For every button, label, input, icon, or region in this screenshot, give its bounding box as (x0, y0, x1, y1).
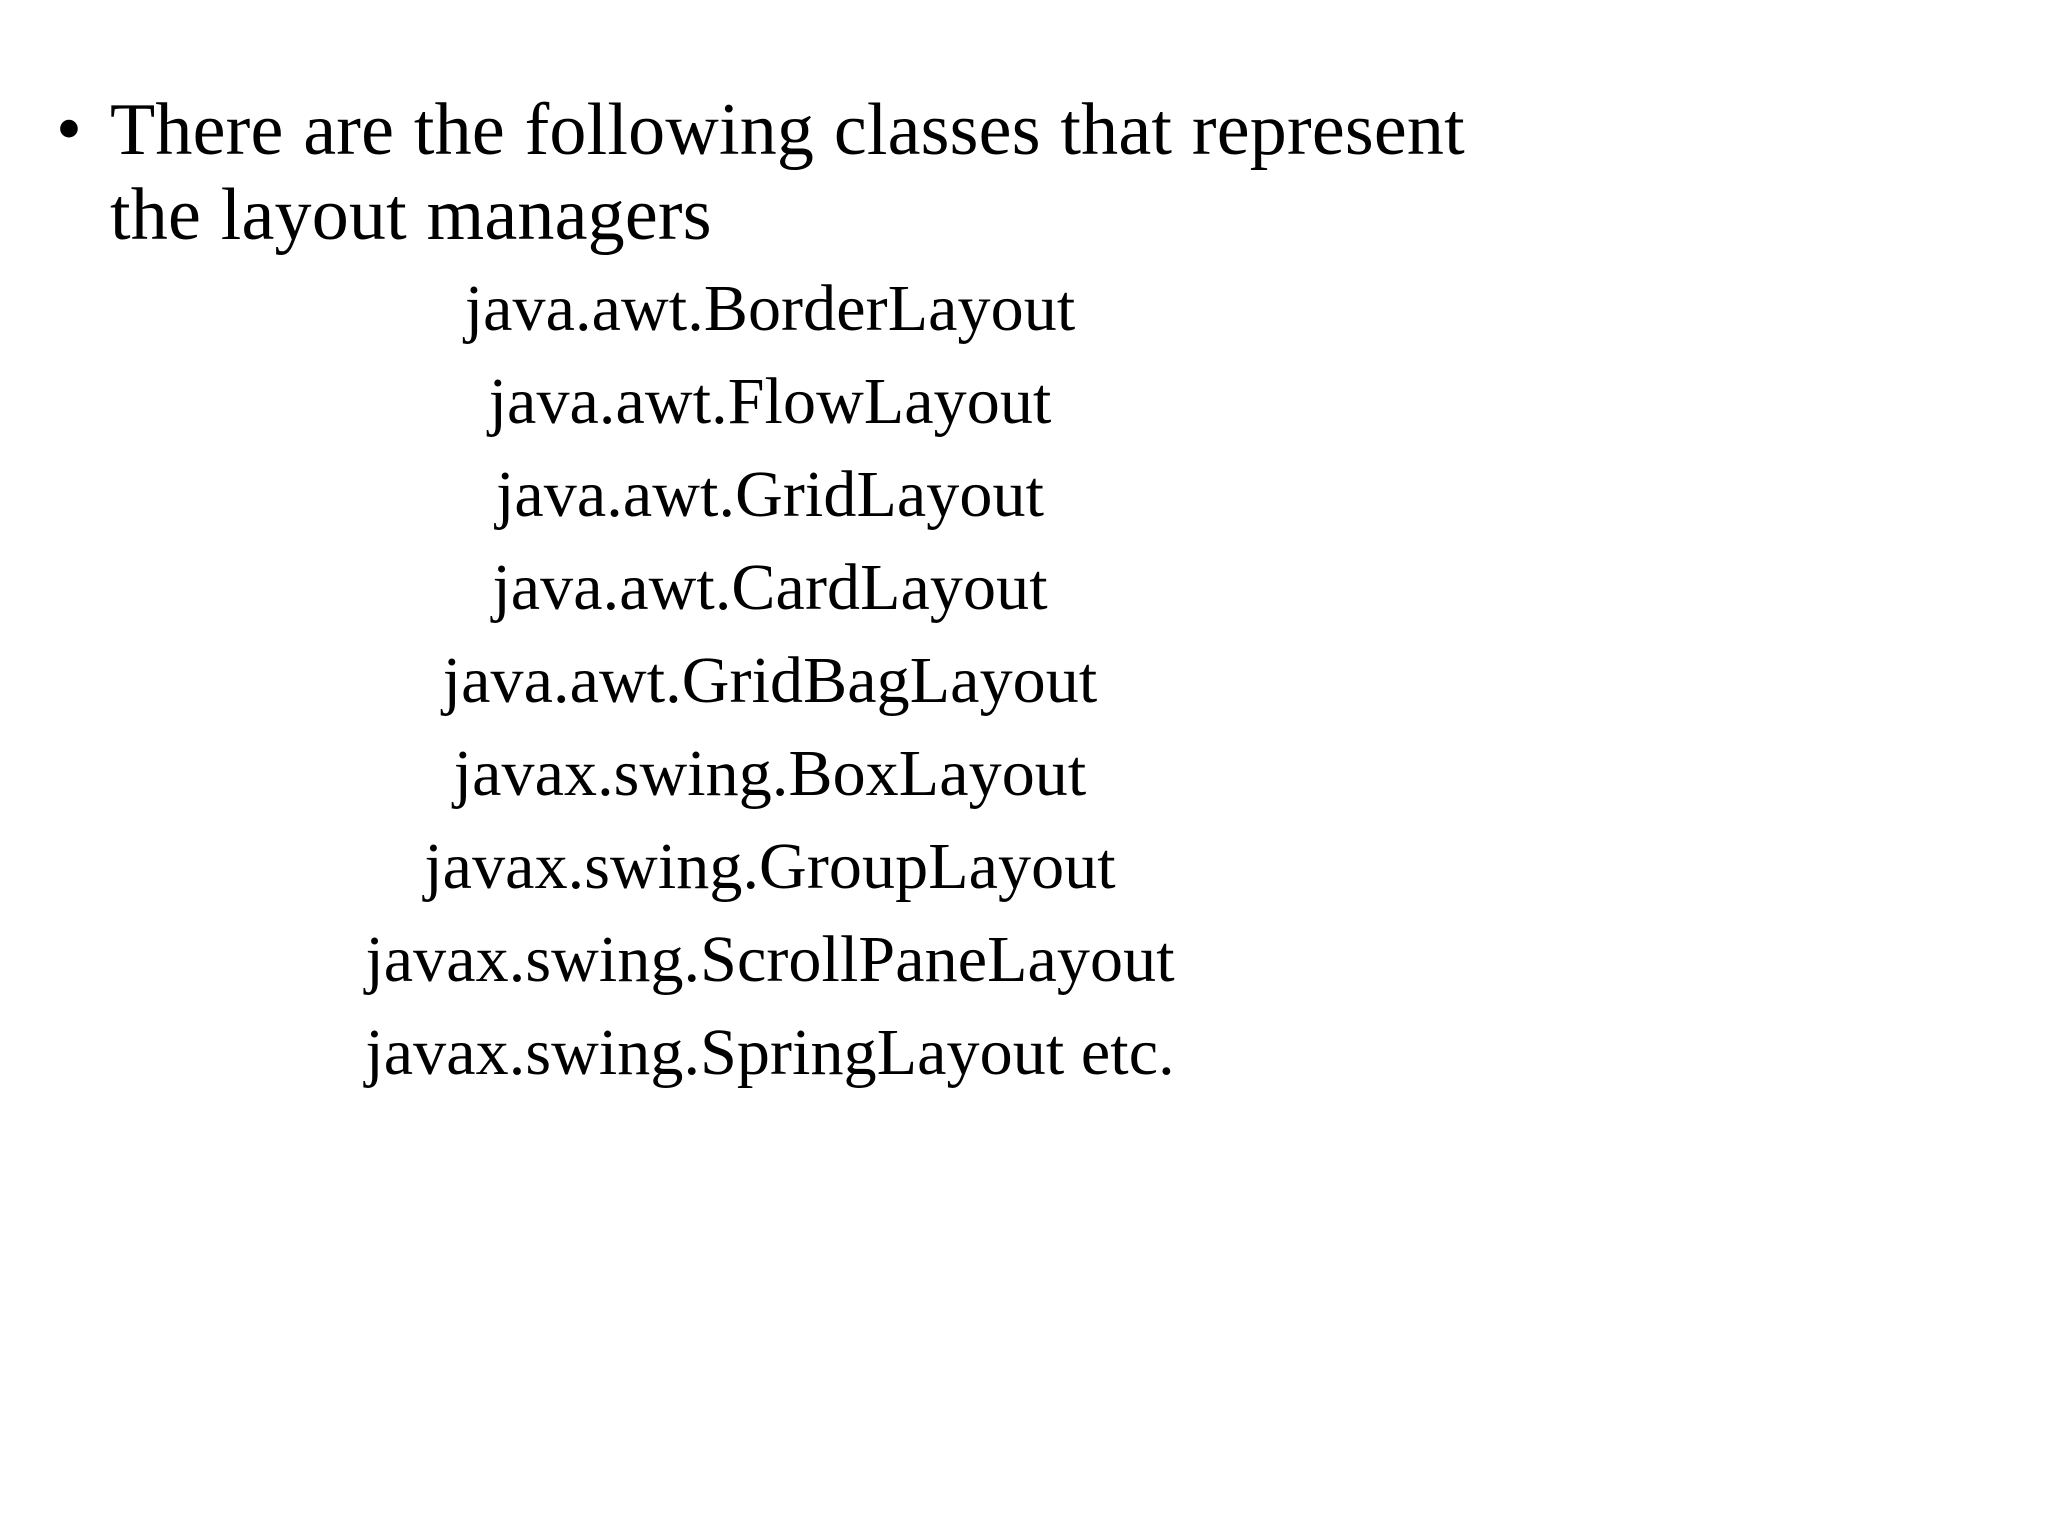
class-name-group-layout: javax.swing.GroupLayout (424, 830, 1116, 904)
bullet-item-text: There are the following classes that rep… (110, 89, 1465, 257)
class-name-spring-layout: javax.swing.SpringLayout etc. (365, 1016, 1175, 1090)
class-name-scrollpane-layout: javax.swing.ScrollPaneLayout (365, 923, 1175, 997)
class-name-gridbag-layout: java.awt.GridBagLayout (442, 644, 1098, 718)
bullet-list-item: • There are the following classes that r… (52, 88, 1552, 258)
class-name-card-layout: java.awt.CardLayout (492, 551, 1048, 625)
class-name-border-layout: java.awt.BorderLayout (464, 272, 1076, 345)
bullet-point-icon: • (56, 88, 82, 170)
class-name-box-layout: javax.swing.BoxLayout (453, 737, 1087, 811)
bullet-paragraph: • There are the following classes that r… (52, 88, 1552, 258)
class-name-grid-layout: java.awt.GridLayout (495, 458, 1045, 532)
class-name-flow-layout: java.awt.FlowLayout (488, 365, 1052, 439)
layout-manager-class-list: java.awt.BorderLayout java.awt.FlowLayou… (0, 262, 1540, 1099)
